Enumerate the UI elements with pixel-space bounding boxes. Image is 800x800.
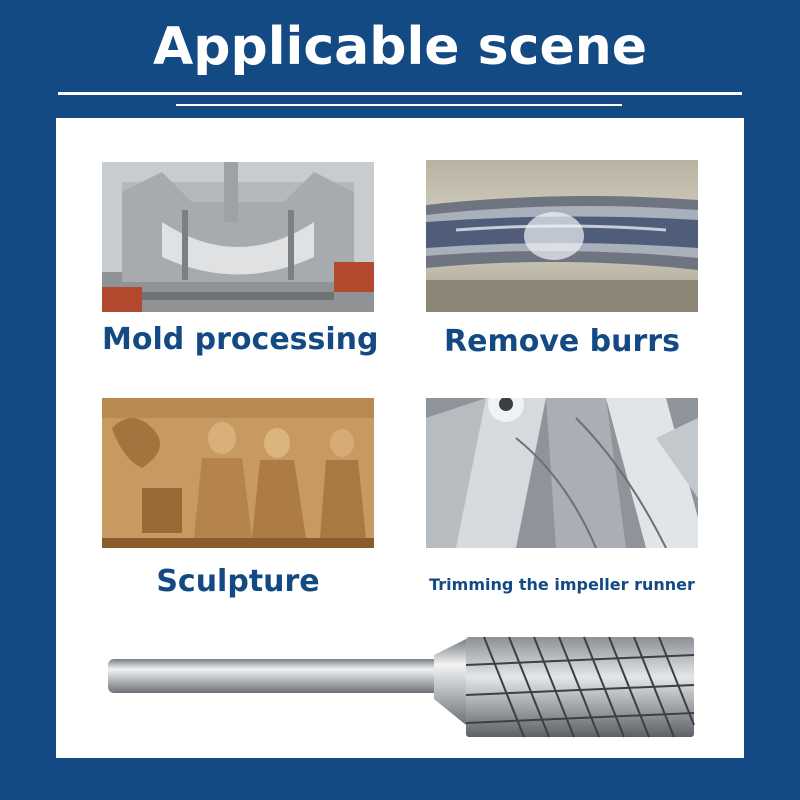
scene-label-remove-burrs: Remove burrs <box>444 324 680 359</box>
mold-processing-image <box>102 162 374 312</box>
scene-label-sculpture: Sculpture <box>156 564 320 599</box>
sculpture-image <box>102 398 374 548</box>
page-title: Applicable scene <box>153 17 647 77</box>
scene-label-mold-processing: Mold processing <box>102 322 379 357</box>
remove-burrs-image <box>426 160 698 312</box>
title-underline-long <box>58 92 742 95</box>
title-underline-short <box>176 104 622 106</box>
carbide-burr-image <box>104 625 700 747</box>
scene-label-impeller: Trimming the impeller runner <box>429 575 695 594</box>
impeller-image <box>426 398 698 548</box>
